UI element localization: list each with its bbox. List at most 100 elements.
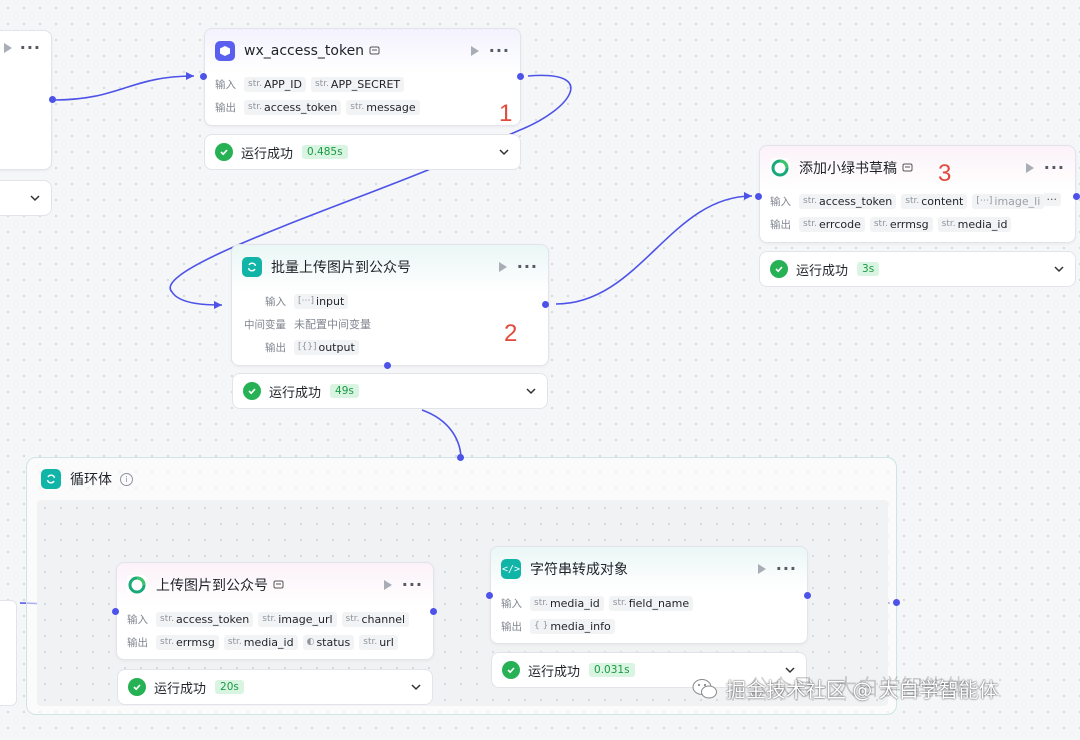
param-tag: ◐status bbox=[302, 634, 355, 650]
param-tag: str.access_token bbox=[244, 99, 342, 115]
input-row: 输入 str.APP_ID str.APP_SECRET bbox=[215, 74, 510, 94]
duration-badge: 20s bbox=[215, 680, 244, 694]
add-draft-node[interactable]: 添加小绿书草稿 ··· 输入 str.access_token str.cont… bbox=[759, 145, 1076, 243]
edge-batch-to-draft bbox=[555, 195, 753, 305]
param-tag: [⋯]input bbox=[294, 293, 349, 309]
input-label: 输入 bbox=[501, 597, 522, 610]
run-node-icon[interactable] bbox=[757, 564, 766, 574]
upload-image-status[interactable]: 运行成功 20s bbox=[117, 669, 433, 705]
param-tag: [⋯]image_li bbox=[972, 193, 1045, 209]
success-check-icon bbox=[215, 143, 233, 161]
annotation-number: 3 bbox=[938, 160, 952, 187]
loop-port[interactable] bbox=[384, 362, 391, 369]
input-row: 输入 str.access_token str.image_url str.ch… bbox=[127, 609, 423, 629]
left-partial-status[interactable] bbox=[0, 180, 52, 216]
wechat-icon bbox=[692, 678, 718, 700]
string-to-object-status[interactable]: 运行成功 0.031s bbox=[491, 652, 807, 688]
mid-var-label: 中间变量 bbox=[244, 318, 286, 331]
run-node-icon[interactable] bbox=[470, 46, 479, 56]
output-port[interactable] bbox=[430, 608, 437, 615]
chevron-down-icon[interactable] bbox=[29, 192, 41, 204]
duration-badge: 49s bbox=[330, 384, 359, 398]
param-tag: { }media_info bbox=[530, 618, 615, 634]
input-row: 输入 str.media_id str.field_name bbox=[501, 593, 797, 613]
node-title: 上传图片到公众号 bbox=[156, 578, 268, 594]
param-tag: str.APP_ID bbox=[244, 76, 306, 92]
param-tag: str.channel bbox=[341, 611, 410, 627]
output-row: 输出 str.access_token str.message bbox=[215, 97, 510, 117]
output-port[interactable] bbox=[804, 592, 811, 599]
loop-input-port[interactable] bbox=[457, 454, 464, 461]
more-options-icon[interactable]: ··· bbox=[19, 38, 41, 57]
watermark: 掘金技术社区 @ 大白学智能体 bbox=[692, 674, 999, 703]
more-options-icon[interactable]: ··· bbox=[488, 41, 510, 60]
success-check-icon bbox=[243, 382, 261, 400]
input-port[interactable] bbox=[486, 592, 493, 599]
param-tag: str.errmsg bbox=[869, 216, 933, 232]
duration-badge: 3s bbox=[857, 262, 880, 276]
param-tag: str.image_url bbox=[258, 611, 337, 627]
edge-left-to-wx bbox=[53, 75, 195, 101]
output-port[interactable] bbox=[517, 73, 524, 80]
cache-icon bbox=[902, 162, 914, 174]
input-port[interactable] bbox=[112, 608, 119, 615]
node-title: 字符串转成对象 bbox=[530, 562, 628, 578]
left-partial-node[interactable]: ··· bbox=[0, 30, 52, 170]
add-draft-status[interactable]: 运行成功 3s bbox=[759, 251, 1076, 287]
output-port[interactable] bbox=[542, 301, 549, 308]
status-text: 运行成功 bbox=[241, 146, 294, 162]
loop-left-partial-node bbox=[0, 600, 17, 706]
batch-upload-status[interactable]: 运行成功 49s bbox=[232, 373, 548, 409]
output-port[interactable] bbox=[49, 96, 56, 103]
wx-access-token-node[interactable]: wx_access_token ··· 输入 str.APP_ID str.AP… bbox=[204, 28, 521, 126]
run-node-icon[interactable] bbox=[383, 580, 392, 590]
param-tag: str.url bbox=[359, 634, 398, 650]
chevron-down-icon[interactable] bbox=[410, 681, 422, 693]
more-options-icon[interactable]: ··· bbox=[401, 575, 423, 594]
output-row: 输出 { }media_info bbox=[501, 616, 797, 636]
input-port[interactable] bbox=[755, 193, 762, 200]
input-label: 输入 bbox=[770, 195, 791, 208]
chevron-down-icon[interactable] bbox=[1053, 263, 1065, 275]
more-options-icon[interactable]: ··· bbox=[516, 257, 538, 276]
status-text: 运行成功 bbox=[154, 681, 207, 697]
chevron-down-icon[interactable] bbox=[784, 664, 796, 676]
output-label: 输出 bbox=[770, 218, 791, 231]
loop-output-port[interactable] bbox=[893, 599, 900, 606]
output-label: 输出 bbox=[265, 341, 286, 354]
upload-image-node[interactable]: 上传图片到公众号 ··· 输入 str.access_token str.ima… bbox=[116, 562, 434, 660]
success-check-icon bbox=[502, 661, 520, 679]
output-port[interactable] bbox=[1073, 193, 1080, 200]
param-tag: str.content bbox=[901, 193, 968, 209]
chevron-down-icon[interactable] bbox=[498, 146, 510, 158]
chevron-down-icon[interactable] bbox=[525, 385, 537, 397]
more-options-icon[interactable]: ··· bbox=[1043, 158, 1065, 177]
run-node-icon[interactable] bbox=[498, 262, 507, 272]
edge-batch-to-loop bbox=[421, 409, 462, 458]
param-tag: str.media_id bbox=[530, 595, 604, 611]
input-label: 输入 bbox=[127, 613, 148, 626]
info-icon[interactable]: i bbox=[120, 472, 133, 486]
input-port[interactable] bbox=[200, 73, 207, 80]
mid-var-value: 未配置中间变量 bbox=[294, 318, 371, 331]
output-label: 输出 bbox=[215, 101, 236, 114]
output-row: 输出 str.errmsg str.media_id ◐status str.u… bbox=[127, 632, 423, 652]
cube-icon bbox=[215, 41, 235, 61]
mid-var-row: 中间变量 未配置中间变量 bbox=[242, 314, 538, 334]
more-params-button[interactable]: ··· bbox=[1042, 193, 1061, 206]
loop-icon bbox=[41, 469, 61, 489]
output-row: 输出 [{}]output bbox=[242, 337, 538, 357]
input-row: 输入 str.access_token str.content [⋯]image… bbox=[770, 191, 1047, 211]
more-options-icon[interactable]: ··· bbox=[775, 559, 797, 578]
batch-upload-node[interactable]: 批量上传图片到公众号 ··· 输入 [⋯]input 中间变量 未配置中间变量 … bbox=[231, 244, 549, 366]
run-node-icon[interactable] bbox=[1025, 163, 1034, 173]
param-tag: str.errcode bbox=[799, 216, 865, 232]
success-check-icon bbox=[128, 678, 146, 696]
run-node-icon[interactable] bbox=[3, 43, 12, 53]
wx-access-token-status[interactable]: 运行成功 0.485s bbox=[204, 134, 521, 170]
input-row: 输入 [⋯]input bbox=[242, 291, 538, 311]
input-label: 输入 bbox=[215, 78, 236, 91]
param-tag: str.media_id bbox=[223, 634, 298, 650]
watermark-text: 掘金技术社区 @ 大白学智能体 bbox=[726, 678, 999, 702]
string-to-object-node[interactable]: </> 字符串转成对象 ··· 输入 str.media_id str.fiel… bbox=[490, 546, 808, 644]
